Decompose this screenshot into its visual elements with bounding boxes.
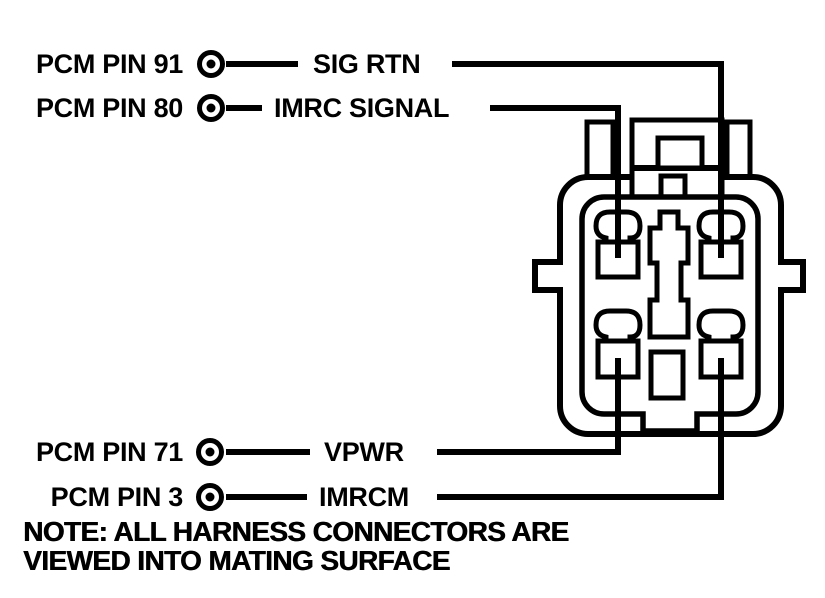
- wires: [226, 61, 724, 500]
- connector-tab-right: [724, 119, 753, 183]
- connector-index-slot: [648, 349, 686, 401]
- signal-label-imrc-signal: IMRC SIGNAL: [274, 93, 450, 123]
- wire-sig-rtn: [452, 61, 724, 258]
- note-line-2: VIEWED INTO MATING SURFACE: [23, 544, 450, 576]
- signal-label-sig-rtn: SIG RTN: [313, 49, 421, 79]
- wire-vpwr: [437, 358, 621, 455]
- pin-label-3: PCM PIN 3: [50, 482, 184, 512]
- pin-terminal-icon: [197, 94, 225, 122]
- note-text: NOTE: ALL HARNESS CONNECTORS ARE VIEWED …: [23, 516, 583, 576]
- pin-terminal-icon: [196, 483, 224, 511]
- pin-label-80: PCM PIN 80: [35, 93, 183, 123]
- note-line-1: NOTE: ALL HARNESS CONNECTORS ARE: [23, 516, 569, 547]
- connector-keyway: [647, 209, 691, 340]
- wire-imrcm: [437, 358, 724, 500]
- connector-drawing: [532, 117, 806, 437]
- wire-imrc-signal: [490, 105, 621, 258]
- signal-label-imrcm: IMRCM: [319, 482, 409, 512]
- connector-latch: [629, 117, 725, 201]
- pin-terminal-icon: [196, 438, 224, 466]
- signal-label-vpwr: VPWR: [324, 437, 404, 467]
- connector-tab-left: [584, 119, 616, 183]
- pin-terminal-icon: [197, 50, 225, 78]
- terminal-bottom-left: [593, 308, 643, 380]
- pin-label-91: PCM PIN 91: [35, 49, 183, 79]
- pin-label-71: PCM PIN 71: [35, 437, 183, 467]
- pin-terminal-icons: [196, 50, 225, 511]
